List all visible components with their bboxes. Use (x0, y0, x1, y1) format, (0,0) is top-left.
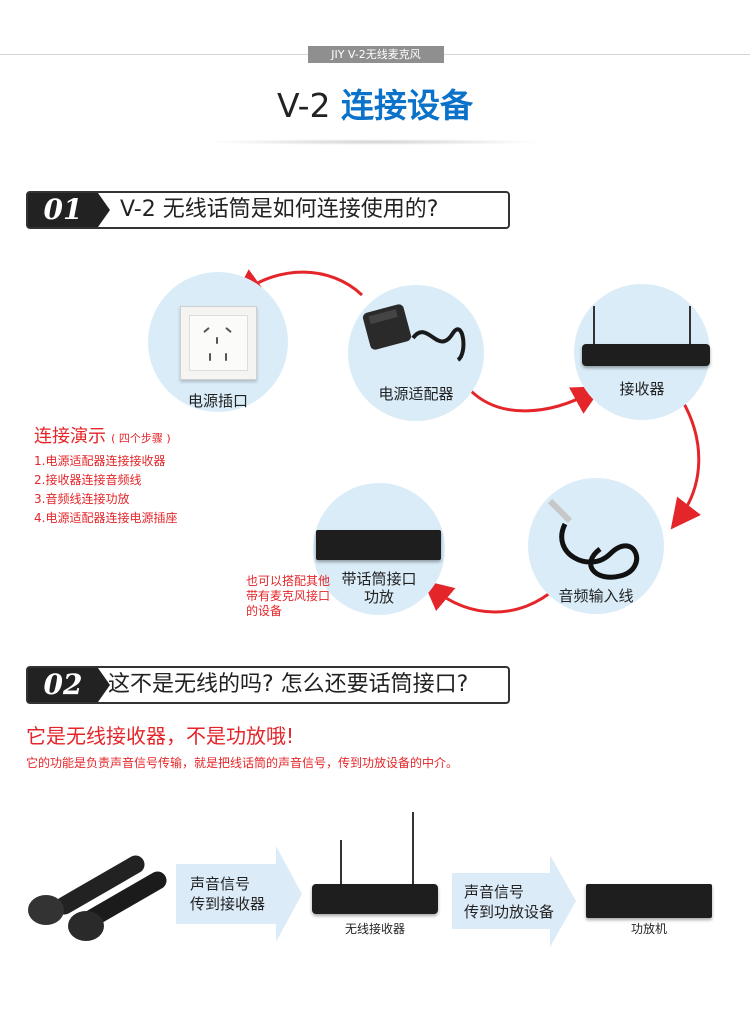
arrow-adapter-to-receiver (468, 386, 603, 414)
microphones-image (28, 855, 167, 941)
step-item: 2.接收器连接音频线 (34, 473, 142, 487)
section2-number: 02 (28, 668, 110, 702)
label-receiver: 接收器 (619, 380, 665, 398)
socket-plate (189, 315, 248, 371)
section2-header: 02 这不是无线的吗? 怎么还要话筒接口? (26, 666, 510, 704)
label-amp: 带话筒接口 功放 (313, 570, 445, 606)
demo-heading: 连接演示 ( 四个步骤 ) (34, 422, 171, 448)
page-title: V-2 连接设备 (0, 84, 750, 128)
signal-text-1-line2: 传到接收器 (190, 895, 266, 913)
label-adapter: 电源适配器 (378, 385, 454, 403)
antenna-left (340, 840, 342, 888)
label-wireless-receiver: 无线接收器 (344, 922, 405, 936)
section1-title: V-2 无线话筒是如何连接使用的? (120, 197, 439, 222)
section2-description: 它的功能是负责声音信号传输，就是把线话筒的声音信号，传到功放设备的中介。 (26, 756, 459, 770)
label-amp-line2: 功放 (363, 588, 394, 606)
title-prefix: V-2 (276, 86, 342, 125)
signal-text-2-line2: 传到功放设备 (464, 903, 555, 921)
signal-text-1: 声音信号 传到接收器 (190, 874, 265, 914)
signal-text-2: 声音信号 传到功放设备 (464, 882, 554, 922)
arrow-cable-to-amp (422, 580, 557, 614)
receiver-image (582, 344, 710, 366)
step-item: 3.音频线连接功放 (34, 492, 130, 506)
section2-headline: 它是无线接收器，不是功放哦! (26, 724, 295, 748)
signal-arrow-1 (176, 846, 302, 942)
section1-number: 01 (28, 193, 110, 227)
wireless-receiver-image (312, 884, 438, 914)
title-shadow (205, 139, 545, 145)
label-cable: 音频输入线 (558, 587, 634, 605)
socket-slot (209, 353, 211, 361)
note-line: 也可以搭配其他 (246, 574, 331, 588)
power-adapter-image (362, 304, 466, 362)
product-tag: JIY V-2无线麦克风 (308, 46, 444, 63)
amplifier-image (316, 530, 441, 560)
step-item: 4.电源适配器连接电源插座 (34, 511, 178, 525)
title-highlight: 连接设备 (341, 86, 474, 125)
socket-slot (225, 353, 227, 361)
power-socket-image (180, 306, 257, 380)
step-item: 1.电源适配器连接接收器 (34, 454, 166, 468)
note-line: 的设备 (246, 604, 283, 618)
note-line: 带有麦克风接口 (246, 589, 331, 603)
signal-arrow-2 (452, 855, 576, 947)
section1-header: 01 V-2 无线话筒是如何连接使用的? (26, 191, 510, 229)
antenna-right (689, 306, 691, 346)
label-amp-line1: 带话筒接口 (341, 570, 417, 588)
signal-text-2-line1: 声音信号 (464, 883, 525, 901)
compat-note: 也可以搭配其他 带有麦克风接口 的设备 (246, 574, 330, 619)
demo-title: 连接演示 (34, 426, 106, 447)
audio-cable-image (547, 498, 640, 580)
signal-text-1-line1: 声音信号 (190, 875, 251, 893)
arrow-receiver-to-cable (670, 399, 701, 530)
antenna-right (412, 812, 414, 888)
section2-title: 这不是无线的吗? 怎么还要话筒接口? (108, 672, 469, 697)
amplifier-device-image (586, 884, 712, 918)
antenna-left (593, 306, 595, 346)
demo-steps: 1.电源适配器连接接收器 2.接收器连接音频线 3.音频线连接功放 4.电源适配… (34, 452, 177, 528)
label-socket: 电源插口 (187, 392, 248, 410)
socket-slot (216, 337, 218, 344)
demo-subtitle: ( 四个步骤 ) (111, 432, 171, 445)
label-amplifier: 功放机 (630, 922, 667, 936)
